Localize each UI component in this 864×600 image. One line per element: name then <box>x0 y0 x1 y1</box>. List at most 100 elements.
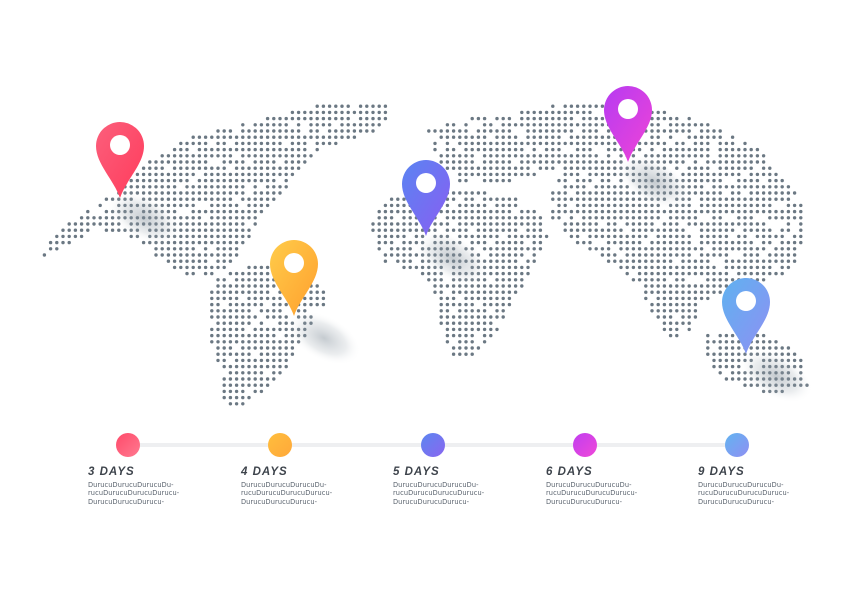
map-dot <box>253 364 257 369</box>
map-dot <box>582 166 586 170</box>
map-dot <box>141 185 146 189</box>
map-dot <box>755 191 760 195</box>
map-dot <box>154 191 158 195</box>
map-dot <box>718 209 722 214</box>
map-dot <box>712 191 716 195</box>
map-dot <box>203 253 208 257</box>
map-dot <box>532 209 536 214</box>
map-dot <box>526 110 530 115</box>
map-dot <box>470 197 474 201</box>
map-dot <box>222 364 226 369</box>
map-dot <box>681 315 685 319</box>
map-dot <box>377 240 381 245</box>
map-dot <box>582 185 586 189</box>
map-dot <box>582 147 586 152</box>
map-dot <box>247 321 251 325</box>
map-dot <box>507 259 512 263</box>
map-dot <box>730 340 735 344</box>
map-dot <box>563 129 567 133</box>
map-dot <box>383 222 388 226</box>
map-dot <box>749 197 753 201</box>
map-dot <box>675 160 679 164</box>
map-dot <box>203 160 208 164</box>
map-dot <box>644 209 648 214</box>
map-dot <box>489 271 493 276</box>
map-dot <box>749 203 753 208</box>
map-dot <box>650 222 654 226</box>
map-dot <box>172 259 177 263</box>
map-dot <box>222 340 226 344</box>
map-dot <box>458 309 462 313</box>
map-dot <box>631 203 636 208</box>
map-dot <box>749 154 753 158</box>
map-dot <box>365 129 369 133</box>
map-dot <box>730 191 735 195</box>
map-dot <box>309 154 313 158</box>
map-dot <box>172 197 177 201</box>
map-dot <box>334 104 338 108</box>
map-dot <box>675 253 679 257</box>
map-dot <box>476 147 481 152</box>
map-dot <box>625 216 629 220</box>
map-dot <box>656 278 660 282</box>
map-dot <box>315 116 319 121</box>
map-dot <box>749 228 753 232</box>
map-dot <box>489 123 493 127</box>
map-dot <box>656 302 660 307</box>
map-dot <box>799 358 803 363</box>
map-dot <box>681 141 685 146</box>
map-dot <box>513 247 518 251</box>
location-pin-icon <box>402 160 450 236</box>
map-dot <box>210 333 214 338</box>
map-dot <box>730 222 735 226</box>
map-dot <box>464 216 468 220</box>
map-dot <box>197 166 202 170</box>
map-dot <box>247 395 251 400</box>
map-dot <box>743 197 747 201</box>
map-dot <box>464 197 468 201</box>
map-dot <box>761 228 766 232</box>
map-dot <box>768 271 772 276</box>
map-dot <box>166 197 171 201</box>
map-dot <box>228 203 233 208</box>
map-dot <box>569 222 574 226</box>
map-dot <box>228 302 233 307</box>
map-dot <box>563 104 567 108</box>
map-dot <box>234 185 239 189</box>
map-dot <box>668 253 673 257</box>
map-dot <box>377 116 381 121</box>
map-dot <box>551 160 555 164</box>
map-dot <box>662 271 667 276</box>
map-dot <box>414 234 419 239</box>
map-dot <box>780 178 784 183</box>
map-dot <box>755 172 760 177</box>
map-dot <box>228 321 233 325</box>
map-dot <box>458 216 462 220</box>
map-dot <box>551 141 555 146</box>
map-dot <box>656 247 660 251</box>
map-dot <box>222 290 226 294</box>
map-dot <box>507 129 512 133</box>
map-dot <box>253 166 257 170</box>
map-dot <box>668 333 673 338</box>
map-dot <box>445 222 450 226</box>
map-dot <box>272 123 276 127</box>
map-dot <box>724 240 729 245</box>
map-dot <box>625 209 629 214</box>
map-dot <box>470 296 474 301</box>
map-dot <box>724 265 729 270</box>
map-dot <box>588 247 592 251</box>
map-dot <box>172 203 177 208</box>
map-dot <box>290 110 295 115</box>
map-dot <box>210 265 214 270</box>
map-dot <box>470 141 474 146</box>
map-dot <box>216 302 220 307</box>
map-dot <box>234 383 239 387</box>
map-dot <box>253 185 257 189</box>
map-dot <box>675 166 679 170</box>
map-dot <box>774 247 778 251</box>
map-dot <box>315 296 319 301</box>
map-dot <box>755 253 760 257</box>
map-dot <box>414 228 419 232</box>
map-dot <box>662 116 667 121</box>
